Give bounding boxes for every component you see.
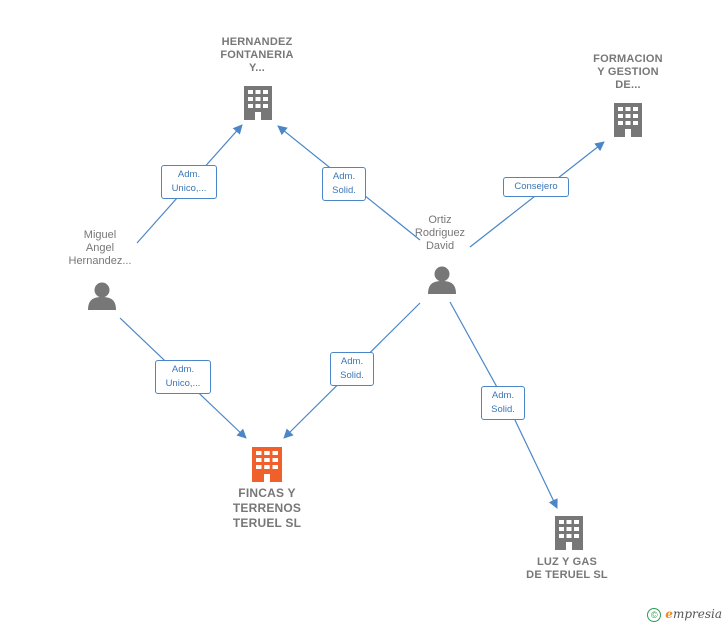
edge-label-miguel-hernandez[interactable]: Adm. Unico,... [161,165,217,199]
node-label-ortiz-rodriguez[interactable]: Ortiz Rodriguez David [414,214,466,252]
edge-label-ortiz-fincas[interactable]: Adm. Solid. [330,352,374,386]
empresia-logo: ©empresia [647,607,722,622]
node-label-luz-gas[interactable]: LUZ Y GAS DE TERUEL SL [526,556,608,581]
main-building-icon [252,447,282,482]
building-icon [244,86,272,120]
person-icon [428,266,456,294]
edge-label-ortiz-hernandez[interactable]: Adm. Solid. [322,167,366,201]
person-icon [88,282,116,310]
brand-e-letter: e [665,607,673,622]
node-label-hernandez-fontaneria[interactable]: HERNANDEZ FONTANERIA Y... [220,36,294,74]
node-label-formacion-gestion[interactable]: FORMACION Y GESTION DE... [593,53,663,91]
edge-label-miguel-fincas[interactable]: Adm. Unico,... [155,360,211,394]
brand-name: mpresia [672,607,722,622]
copyright-icon: © [647,608,662,622]
building-icon [555,516,583,550]
building-icon [614,103,642,137]
node-label-miguel-angel[interactable]: Miguel Angel Hernandez... [68,229,132,267]
edge-label-ortiz-luz[interactable]: Adm. Solid. [481,386,525,420]
node-label-fincas-terrenos[interactable]: FINCAS Y TERRENOS TERUEL SL [232,486,302,530]
edge-label-ortiz-formacion[interactable]: Consejero [503,177,569,197]
